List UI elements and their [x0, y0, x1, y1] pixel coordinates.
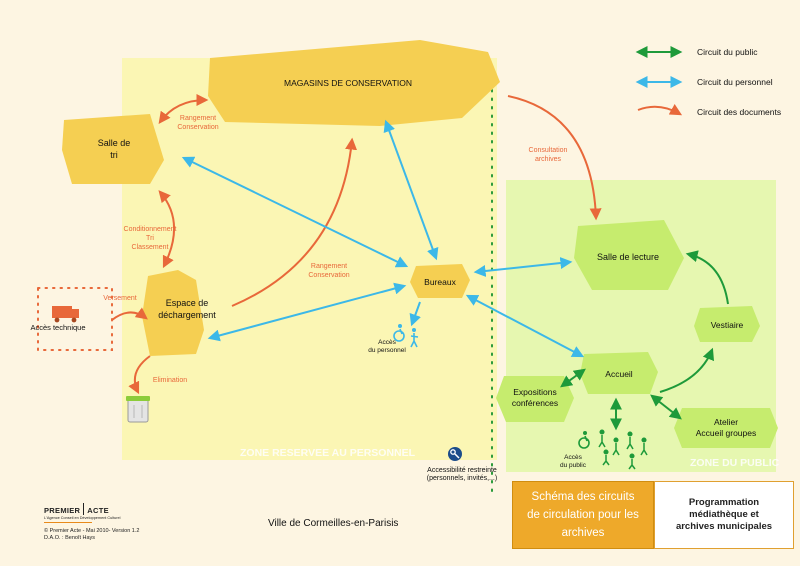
restricted-access-icon — [448, 447, 462, 461]
arrow-versement — [111, 307, 148, 321]
label-rangement-2a: Rangement — [311, 263, 347, 270]
arrow-vestiaire-lecture — [685, 250, 729, 305]
accessibilite-label-1: Accessibilité restreinte — [427, 467, 497, 474]
salle-lecture-node — [574, 220, 684, 290]
bin-icon — [126, 396, 150, 423]
arrow-accueil-vestiaire — [659, 347, 714, 393]
dao-text: D.A.O. : Benoît Hays — [44, 535, 96, 541]
expositions-label-1: Expositions — [513, 387, 556, 397]
prog-line-1: Programmation — [688, 497, 760, 508]
label-versement: Versement — [103, 295, 137, 302]
title-line-2: de circulation pour les — [527, 509, 639, 521]
salle-lecture-label: Salle de lecture — [597, 252, 659, 262]
legend: Circuit du public Circuit du personnel C… — [635, 46, 781, 117]
arrow-accueil-atelier — [650, 394, 682, 420]
zone-personnel-label: ZONE RESERVEE AU PERSONNEL — [240, 447, 416, 459]
acces-public-label-2: du public — [560, 462, 587, 469]
espace-dechargement-label-1: Espace de — [166, 298, 209, 308]
espace-dechargement-node — [142, 270, 204, 356]
logo-underline — [44, 522, 92, 523]
prog-line-2: médiathèque et — [689, 509, 759, 520]
title-line-3: archives — [561, 527, 605, 539]
vestiaire-label: Vestiaire — [711, 320, 744, 330]
acces-public-label-1: Accès — [564, 454, 582, 461]
arrow-elimination — [128, 355, 151, 395]
espace-dechargement-label-2: déchargement — [158, 310, 216, 320]
salle-tri-label-2: tri — [110, 150, 118, 160]
title-line-1: Schéma des circuits — [531, 491, 635, 503]
arrow-bureaux-lecture — [473, 257, 573, 277]
vestiaire-node — [694, 306, 760, 342]
bureaux-label: Bureaux — [424, 277, 456, 287]
expositions-node — [496, 376, 574, 422]
programmation-box: Programmation médiathèque et archives mu… — [654, 481, 794, 549]
wheelchair-icon-staff — [393, 324, 405, 342]
label-tri: Tri — [146, 235, 154, 242]
arrow-accueil-expo — [560, 368, 586, 388]
logo-tagline: L'Agence Conseil en Développement Cultur… — [44, 516, 121, 520]
expositions-label-2: conférences — [512, 398, 558, 408]
bureaux-node — [410, 264, 470, 298]
arrow-acces-personnel — [409, 301, 421, 327]
walker-icon-staff — [410, 328, 419, 348]
acces-personnel-label-2: du personnel — [368, 347, 406, 354]
arrow-espace-bureaux — [207, 282, 407, 342]
magasins-node — [208, 40, 500, 126]
accueil-node — [580, 352, 658, 394]
acces-personnel-label-1: Accès — [378, 339, 396, 346]
arrow-tri-espace — [158, 190, 175, 269]
accessibilite-label-2: (personnels, invités,...) — [427, 475, 497, 482]
atelier-label-1: Atelier — [714, 417, 738, 427]
label-cond: Conditionnement — [124, 226, 177, 233]
wheelchair-icon-public — [578, 431, 590, 449]
arrow-tri-magasins — [158, 94, 209, 124]
label-rangement-2b: Conservation — [308, 272, 349, 279]
legend-personnel-label: Circuit du personnel — [697, 77, 773, 87]
premier-acte-logo: PREMIER ACTE L'Agence Conseil en Dévelop… — [44, 503, 134, 523]
city-name: Ville de Cormeilles-en-Parisis — [268, 518, 399, 529]
label-consultation-a: Consultation — [529, 147, 568, 154]
logo-word-2: ACTE — [87, 506, 109, 515]
acces-technique-box — [37, 287, 113, 351]
legend-documents-arrow — [637, 104, 683, 116]
truck-icon — [52, 306, 79, 323]
atelier-label-2: Accueil groupes — [696, 428, 756, 438]
salle-tri-node — [62, 114, 164, 184]
legend-documents-label: Circuit des documents — [697, 107, 781, 117]
magasins-label: MAGASINS DE CONSERVATION — [284, 78, 412, 88]
arrow-magasins-bureaux — [383, 119, 439, 261]
prog-line-3: archives municipales — [675, 521, 773, 532]
arrow-bureaux-accueil — [465, 294, 585, 358]
label-consultation-b: archives — [535, 156, 562, 163]
salle-tri-label-1: Salle de — [98, 138, 131, 148]
arrow-tri-bureaux — [181, 156, 409, 268]
label-rangement-1a: Rangement — [180, 115, 216, 122]
label-elimination: Elimination — [153, 377, 187, 384]
legend-public-label: Circuit du public — [697, 47, 758, 57]
title-box: Schéma des circuits de circulation pour … — [512, 481, 654, 549]
acces-technique-label: Accès technique — [30, 323, 85, 332]
zone-public-label: ZONE DU PUBLIC — [690, 457, 780, 469]
atelier-node — [674, 408, 778, 448]
logo-divider — [83, 503, 85, 515]
copyright-text: © Premier Acte - Mai 2010- Version 1.2 — [44, 528, 140, 534]
accueil-label: Accueil — [605, 369, 633, 379]
label-rangement-1b: Conservation — [177, 124, 218, 131]
arrow-magasins-lecture — [507, 95, 602, 221]
walkers-icon-public — [598, 429, 648, 470]
label-classement: Classement — [132, 244, 169, 251]
logo-word-1: PREMIER — [44, 506, 81, 515]
